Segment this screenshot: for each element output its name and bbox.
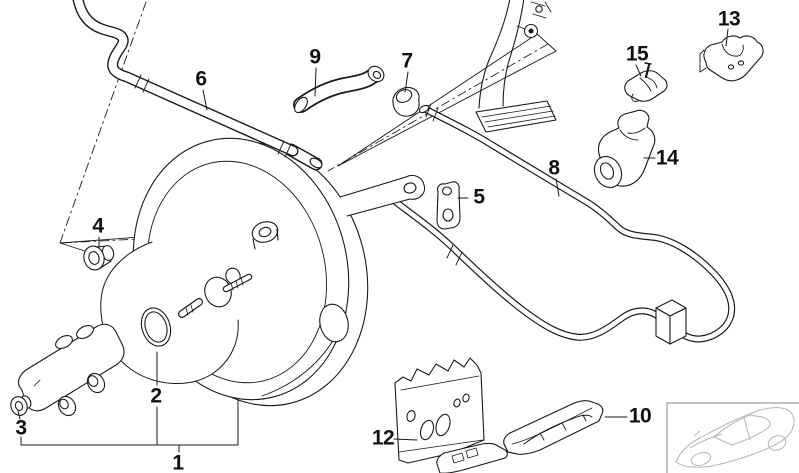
callout-14[interactable]: 14: [655, 146, 679, 170]
callout-6[interactable]: 6: [195, 67, 207, 91]
callout-4[interactable]: 4: [92, 214, 104, 238]
callout-13[interactable]: 13: [717, 7, 741, 31]
o-ring-part-2: [140, 307, 172, 347]
callout-12[interactable]: 12: [371, 426, 395, 450]
car-outline-icon: [675, 407, 795, 468]
pad-bottom-partial: [436, 442, 508, 473]
sleeve-part-7: [392, 86, 420, 117]
callout-5[interactable]: 5: [473, 185, 485, 209]
nut-part-4: [83, 245, 115, 271]
vacuum-pipe-lower-run: [384, 192, 664, 341]
callout-1[interactable]: 1: [172, 451, 184, 473]
callout-7[interactable]: 7: [401, 49, 413, 73]
elbow-hose-part-9: [293, 65, 385, 114]
callout-10[interactable]: 10: [628, 404, 652, 428]
brake-booster: [100, 137, 369, 407]
pipe-grommet: [655, 299, 687, 345]
callout-3[interactable]: 3: [15, 416, 27, 440]
callout-leader-lines: [17, 28, 729, 453]
master-cylinder: [17, 323, 125, 417]
brake-pedal: [475, 0, 557, 133]
vacuum-pipe-upper-run: [418, 103, 736, 343]
callout-8[interactable]: 8: [548, 156, 560, 180]
clip-part-15: [624, 62, 668, 102]
plate-part-12: [394, 357, 485, 464]
callout-15[interactable]: 15: [625, 42, 649, 66]
vacuum-hose-part-6: [72, 0, 299, 158]
nut-part-3: [10, 395, 32, 416]
car-locator-inset[interactable]: [666, 402, 799, 473]
bracket-part-13: [699, 35, 764, 82]
pad-part-10: [503, 400, 604, 455]
booster-mounting-arm: [339, 174, 426, 217]
callout-2[interactable]: 2: [150, 384, 162, 408]
callout-9[interactable]: 9: [309, 45, 321, 69]
bracket-part-5: [436, 181, 461, 230]
holder-part-14: [593, 109, 656, 189]
